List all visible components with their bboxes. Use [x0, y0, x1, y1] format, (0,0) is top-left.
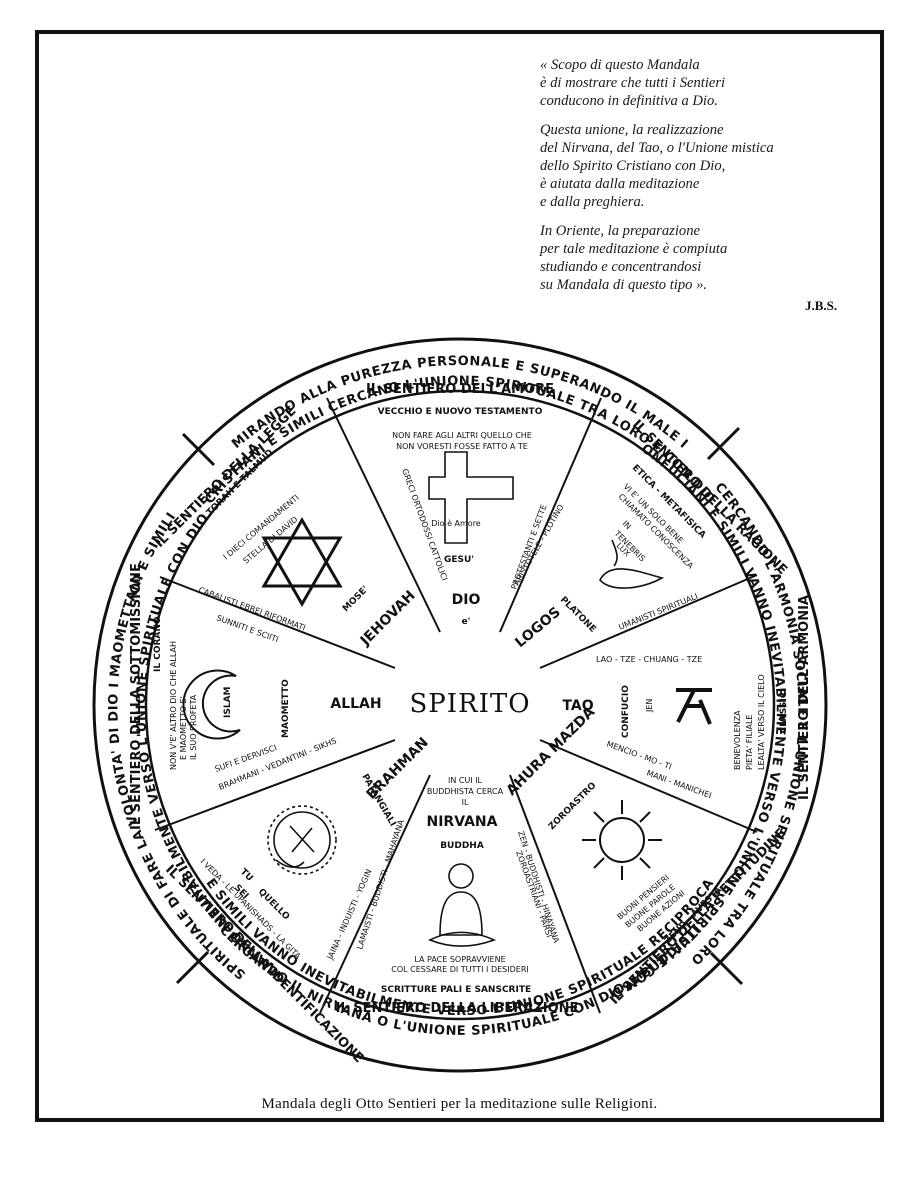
picture-frame — [35, 30, 884, 1122]
sun-icon — [582, 800, 662, 880]
sector-spokes — [154, 397, 758, 1014]
sottomissione-note-1: NON V'E' ALTRO DIO CHE ALLAH — [169, 641, 178, 770]
ragione-title: IL SENTIERO DELLA RAGIONE — [629, 417, 790, 578]
figure-caption: Mandala degli Otto Sentieri per la medit… — [261, 1096, 658, 1112]
sottomissione-islam: ISLAM — [223, 686, 233, 718]
amore-name: GESU' — [444, 555, 474, 565]
quote-paragraph-1: « Scopo di questo Mandala è di mostrare … — [540, 56, 885, 110]
legge-name2: JEHOVAH — [357, 588, 419, 650]
sector-identificazione: IL SENTIERO DELLA IDENTIFICAZIONE I VEDA… — [162, 735, 432, 1066]
armonia-note-2: PIETA' FILIALE — [745, 715, 754, 770]
quote-block: « Scopo di questo Mandala è di mostrare … — [540, 56, 885, 305]
quote-signature: J.B.S. — [805, 298, 838, 313]
quote-line: è di mostrare che tutti i Sentieri — [540, 75, 726, 91]
shiva-icon — [267, 805, 337, 875]
jen-glyph-icon — [676, 688, 712, 725]
inner-circle — [144, 389, 776, 1021]
armonia-name: CONFUCIO — [621, 685, 631, 738]
quote-paragraph-2: Questa unione, la realizzazione del Nirv… — [540, 121, 885, 211]
quote-line: In Oriente, la preparazione — [540, 223, 700, 239]
quote-line: è aiutata dalla meditazione — [540, 176, 700, 192]
sector-liberazione: IL SENTIERO DELLA LIBERAZIONE SCRITTURE … — [336, 776, 579, 1016]
quote-line: « Scopo di questo Mandala — [540, 57, 700, 73]
sottomissione-note-2: E MAOMETTO E' — [179, 696, 188, 760]
liberazione-sub: SCRITTURE PALI E SANSCRITE — [381, 985, 531, 995]
sottomissione-title: IL SENTIERO DELLA SOTTOMISSIONE — [129, 563, 144, 830]
outer-circle — [92, 337, 828, 1073]
liberazione-name2: BUDDHA — [440, 841, 484, 851]
quote-line: studiando e concentrandosi — [540, 259, 702, 275]
quote-line: e dalla preghiera. — [540, 194, 645, 210]
center-title: SPIRITO — [409, 689, 530, 719]
rettitudine-name: ZOROASTRO — [547, 780, 599, 832]
armonia-jen: JEN — [645, 699, 654, 713]
rettitudine-mani: MANI - MANICHEI — [645, 768, 712, 800]
center-allah: ALLAH — [330, 696, 381, 712]
amore-title: IL SENTIERO DELL'AMORE — [366, 382, 554, 397]
amore-note-1: NON FARE AGLI ALTRI QUELLO CHE — [392, 431, 532, 440]
sottomissione-note-3: IL SUO PROFETA — [189, 694, 198, 760]
ragione-note-2: CHIAMATO CONOSCENZA — [617, 492, 696, 571]
armonia-lao: LAO - TZE - CHUANG - TZE — [596, 655, 702, 664]
armonia-sub: I CLASSICI — [779, 688, 789, 740]
amore-cross-text: Dio è Amore — [431, 518, 481, 528]
rim-dividers — [175, 426, 744, 986]
ragione-lamp-1: IN — [621, 519, 633, 531]
ragione-name: PLATONE — [558, 595, 598, 635]
crescent-icon — [182, 669, 241, 740]
quote-line: conducono in definitiva a Dio. — [540, 93, 718, 109]
armonia-mencio: MENCIO - MO - TI — [605, 739, 673, 771]
quote-line: per tale meditazione è compiuta — [540, 241, 728, 257]
amore-sub: VECCHIO E NUOVO TESTAMENTO — [378, 407, 543, 417]
liberazione-note-1: LA PACE SOPRAVVIENE — [414, 955, 505, 964]
sottomissione-sub: IL CORANO — [153, 616, 163, 672]
identificazione-tu-1: TU — [238, 867, 255, 884]
quote-line: del Nirvana, del Tao, o l'Unione mistica — [540, 140, 774, 156]
lamp-icon — [599, 539, 665, 589]
quote-line: Questa unione, la realizzazione — [540, 122, 724, 138]
legge-name: MOSE' — [341, 584, 371, 614]
cross-icon — [428, 451, 514, 544]
ragione-logos: LOGOS — [512, 604, 564, 651]
center-dio: DIO — [452, 592, 481, 608]
liberazione-top-1: IN CUI IL — [448, 776, 483, 785]
quote-line: su Mandala di questo tipo ». — [540, 277, 708, 293]
armonia-title: IL SENTIERO DELL'ARMONIA — [797, 595, 812, 800]
sottomissione-name: MAOMETTO — [281, 679, 291, 738]
liberazione-top-3: IL — [462, 798, 469, 807]
star-of-david-icon — [261, 516, 343, 608]
liberazione-note-2: COL CESSARE DI TUTTI I DESIDERI — [391, 965, 528, 974]
armonia-note-3: LEALTA' VERSO IL CIELO — [757, 674, 766, 770]
buddha-icon — [428, 863, 497, 947]
amore-note-2: NON VORESTI FOSSE FATTO A TE — [396, 442, 528, 451]
armonia-note-1: BENEVOLENZA — [733, 710, 742, 770]
quote-line: dello Spirito Cristiano con Dio, — [540, 158, 726, 174]
liberazione-top-2: BUDDHISTA CERCA — [427, 787, 504, 796]
liberazione-side-right: ZEN - BUDDHISTI - HINAYANA — [516, 830, 561, 945]
ragione-school: UMANISTI SPIRITUALI — [617, 592, 699, 632]
liberazione-name: NIRVANA — [427, 814, 498, 830]
center-tao: TAO — [562, 698, 593, 714]
liberazione-title: IL SENTIERO DELLA LIBERAZIONE — [336, 1001, 579, 1016]
quote-paragraph-3: In Oriente, la preparazione per tale med… — [540, 222, 885, 294]
center-e: e' — [462, 617, 471, 627]
